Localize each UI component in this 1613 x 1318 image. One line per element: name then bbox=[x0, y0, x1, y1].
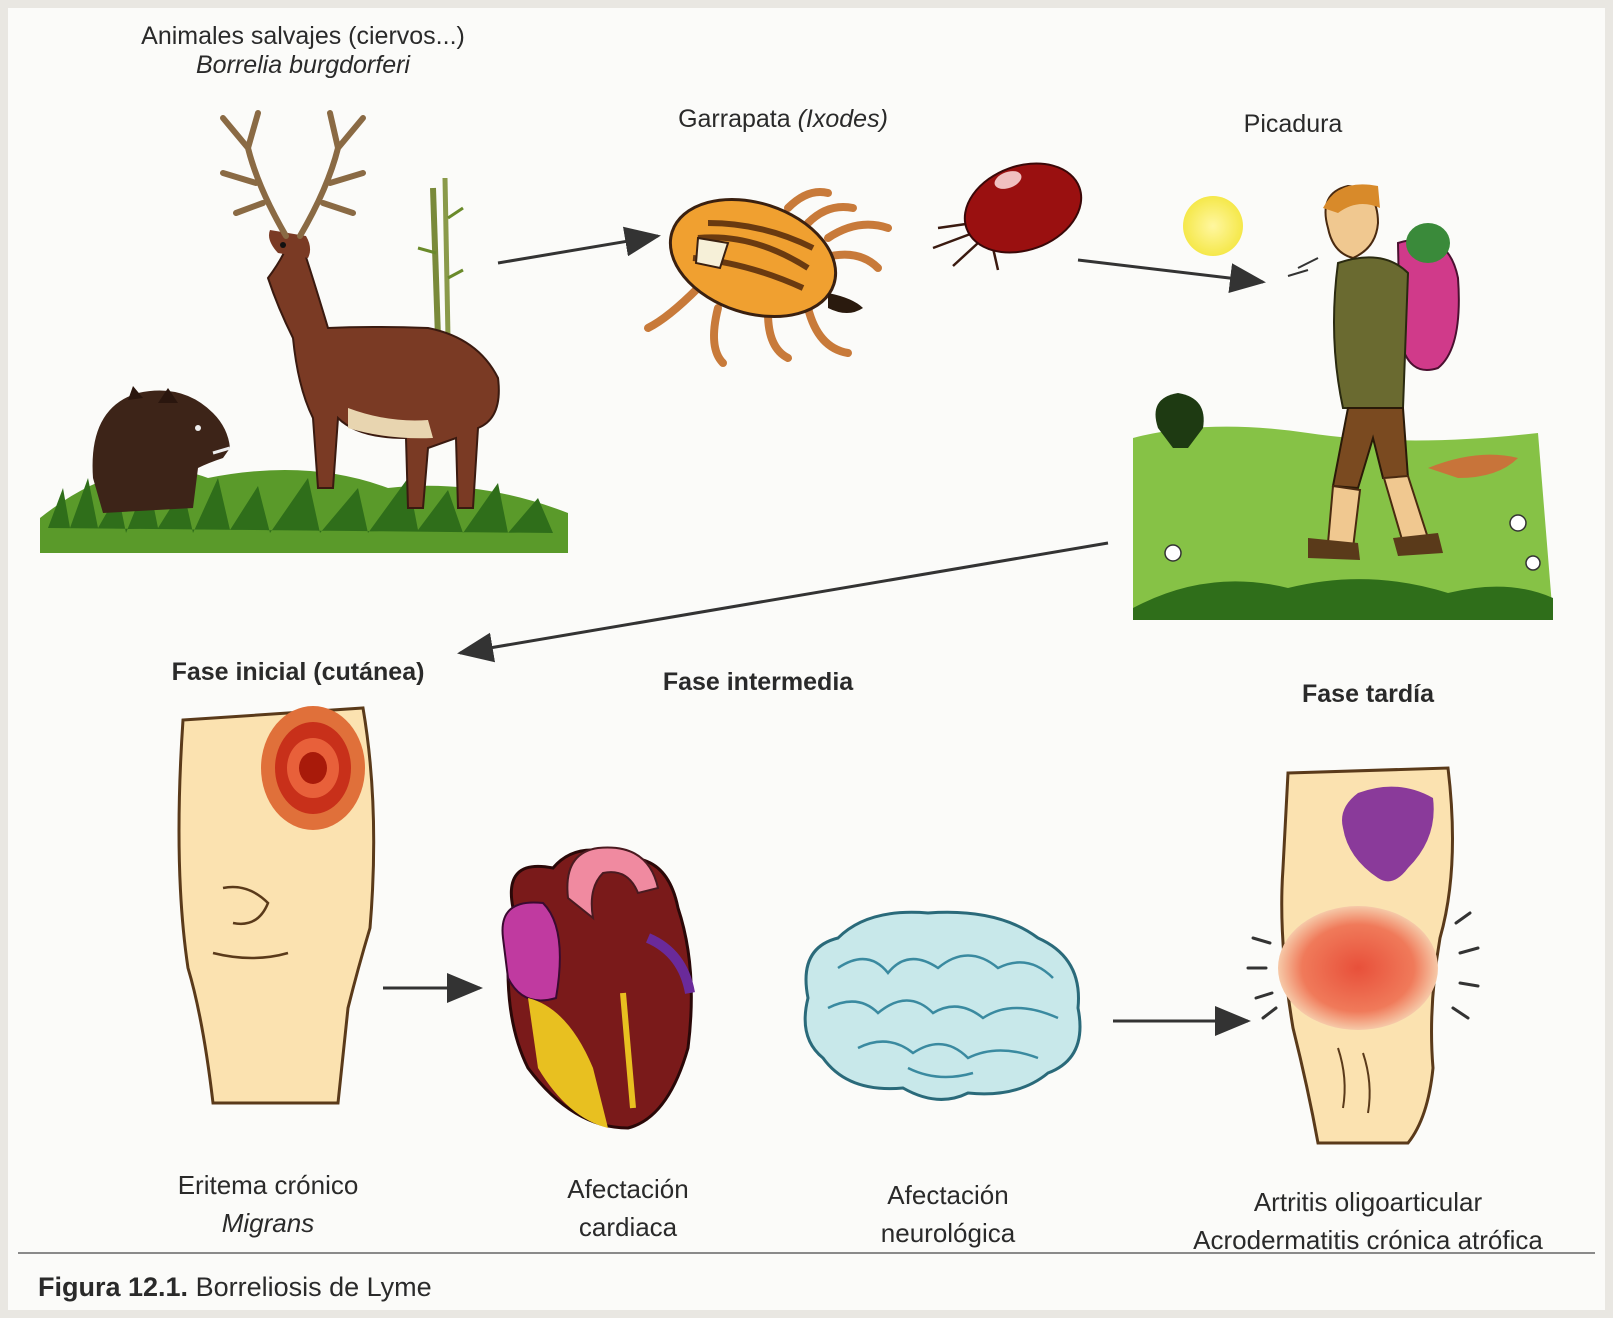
tick-label: Garrapata (Ixodes) bbox=[628, 105, 938, 134]
sun bbox=[1183, 196, 1243, 256]
brain-illustration bbox=[805, 912, 1080, 1099]
bite-label-text: Picadura bbox=[1203, 110, 1383, 139]
tick-label-text: Garrapata bbox=[678, 105, 798, 133]
knee-arthritis-illustration bbox=[1248, 768, 1478, 1143]
arrow-tick-to-bite bbox=[1078, 260, 1263, 282]
cardiac-line2: cardiaca bbox=[528, 1208, 728, 1246]
neuro-line1: Afectación bbox=[848, 1176, 1048, 1214]
tick-illustration bbox=[648, 179, 888, 363]
erythema-line1: Eritema crónico bbox=[148, 1166, 388, 1204]
figure-title: Borreliosis de Lyme bbox=[188, 1272, 432, 1302]
late-phase-text: Fase tardía bbox=[1278, 680, 1458, 709]
tick-genus: (Ixodes) bbox=[798, 105, 888, 133]
arrow-bite-to-initial-phase bbox=[460, 543, 1108, 653]
erythema-label: Eritema crónico Migrans bbox=[148, 1166, 388, 1242]
deer bbox=[223, 113, 499, 508]
neuro-line2: neurológica bbox=[848, 1214, 1048, 1252]
cardiac-line1: Afectación bbox=[528, 1170, 728, 1208]
figure-caption: Figura 12.1. Borreliosis de Lyme bbox=[38, 1272, 432, 1303]
arrow-deer-to-tick bbox=[498, 236, 658, 263]
neuro-label: Afectación neurológica bbox=[848, 1176, 1048, 1252]
intermediate-phase-label: Fase intermedia bbox=[628, 668, 888, 697]
pathogen-name: Borrelia burgdorferi bbox=[103, 51, 503, 80]
leg-erythema-illustration bbox=[179, 706, 374, 1103]
late-phase-label: Fase tardía bbox=[1278, 680, 1458, 709]
intermediate-phase-text: Fase intermedia bbox=[628, 668, 888, 697]
erythema-line2: Migrans bbox=[148, 1204, 388, 1242]
bamboo-plant bbox=[418, 178, 463, 338]
wild-animals-title: Animales salvajes (ciervos...) bbox=[103, 22, 503, 51]
bite-label: Picadura bbox=[1203, 110, 1383, 139]
arthritis-label: Artritis oligoarticular Acrodermatitis c… bbox=[1158, 1183, 1578, 1259]
arthritis-line1: Artritis oligoarticular bbox=[1158, 1183, 1578, 1221]
heart-illustration bbox=[503, 848, 692, 1129]
initial-phase-label: Fase inicial (cutánea) bbox=[138, 658, 458, 687]
arthritis-line2: Acrodermatitis crónica atrófica bbox=[1158, 1221, 1578, 1259]
figure-number: Figura 12.1. bbox=[38, 1272, 188, 1302]
hiker-scene-illustration bbox=[1133, 184, 1553, 620]
deer-scene-illustration bbox=[40, 113, 568, 553]
figure-sheet: Animales salvajes (ciervos...) Borrelia … bbox=[8, 8, 1605, 1310]
engorged-tick bbox=[933, 148, 1094, 270]
wild-animals-label: Animales salvajes (ciervos...) Borrelia … bbox=[103, 22, 503, 80]
initial-phase-text: Fase inicial (cutánea) bbox=[138, 658, 458, 687]
cardiac-label: Afectación cardiaca bbox=[528, 1170, 728, 1246]
